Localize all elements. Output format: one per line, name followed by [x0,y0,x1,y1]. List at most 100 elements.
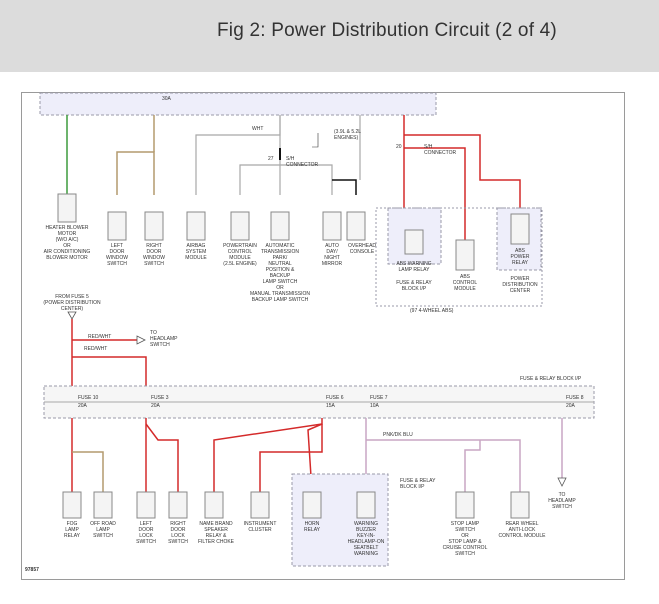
svg-text:DOOR: DOOR [139,527,154,533]
svg-text:SPEAKER: SPEAKER [204,527,228,533]
svg-text:FUSE & RELAY: FUSE & RELAY [396,280,432,286]
svg-text:CLUSTER: CLUSTER [248,527,272,533]
svg-text:ABS WARNING: ABS WARNING [396,261,431,267]
svg-text:MODULE: MODULE [454,286,476,292]
label-pcm: POWERTRAIN CONTROL MODULE (2.5L ENGINE) [223,243,257,267]
label-trans: AUTOMATIC TRANSMISSION PARK/ NEUTRAL POS… [250,243,310,303]
svg-text:TO: TO [150,330,157,336]
svg-text:20A: 20A [151,403,161,409]
wire-abs-control [404,147,466,240]
comp-left-lock-box [136,491,156,519]
svg-text:RELAY &: RELAY & [206,533,227,539]
svg-text:LAMP RELAY: LAMP RELAY [399,267,431,273]
top-wire-label: 30A [162,96,172,102]
svg-text:NIGHT: NIGHT [324,255,340,261]
svg-text:DOOR: DOOR [171,527,186,533]
wire-cluster [259,424,323,492]
comp-left-window-box [107,211,127,241]
label-to-headlamp-2: TO HEADLAMP SWITCH [548,492,576,510]
svg-text:MODULE: MODULE [229,255,251,261]
svg-text:FOG: FOG [67,521,78,527]
comp-abs-module-box [455,239,475,271]
svg-text:15A: 15A [326,403,336,409]
svg-text:AUTO: AUTO [325,243,339,249]
svg-text:CENTER: CENTER [510,288,531,294]
svg-text:(2.5L ENGINE): (2.5L ENGINE) [223,261,257,267]
svg-text:WARNING: WARNING [354,521,378,527]
svg-text:CONSOLE: CONSOLE [350,249,375,255]
wire-mirror [280,164,333,195]
svg-text:OR: OR [276,285,284,291]
comp-pcm-box [230,211,250,241]
label-left-window: LEFT DOOR WINDOW SWITCH [106,243,128,267]
svg-text:SWITCH: SWITCH [455,551,475,557]
svg-text:FUSE & RELAY: FUSE & RELAY [400,478,436,484]
label-rear-abs: REAR WHEEL ANTI-LOCK CONTROL MODULE [498,521,546,539]
svg-text:RIGHT: RIGHT [146,243,162,249]
svg-text:(POWER DISTRIBUTION: (POWER DISTRIBUTION [43,300,101,306]
fuse-10: FUSE 10 20A [78,395,99,409]
svg-text:INSTRUMENT: INSTRUMENT [244,521,277,527]
inner-fuse-relay-box [291,473,389,567]
svg-text:SYSTEM: SYSTEM [186,249,207,255]
svg-text:ABS: ABS [460,274,471,280]
svg-text:BLOCK I/P: BLOCK I/P [400,484,425,490]
svg-text:RIGHT: RIGHT [170,521,186,527]
svg-text:10A: 10A [370,403,380,409]
svg-text:MOTOR: MOTOR [58,231,77,237]
wire-door-window-branch [116,151,155,195]
label-airbag: AIRBAG SYSTEM MODULE [185,243,207,261]
svg-text:LAMP SWITCH: LAMP SWITCH [263,279,298,285]
comp-heater-box [57,193,77,223]
comp-right-window-box [144,211,164,241]
figure-header: Fig 2: Power Distribution Circuit (2 of … [0,0,659,72]
svg-text:BACKUP: BACKUP [270,273,291,279]
abs-connector-label-2: CONNECTOR [424,150,457,156]
abs-connector-label-1: S/H [424,144,433,150]
comp-cluster-box [250,491,270,519]
label-cluster: INSTRUMENT CLUSTER [244,521,277,533]
label-abs-module: ABS CONTROL MODULE [453,274,478,292]
comp-buzzer-box [356,491,376,519]
svg-text:STOP LAMP &: STOP LAMP & [448,539,482,545]
svg-text:CONTROL MODULE: CONTROL MODULE [498,533,546,539]
svg-text:FILTER CHOKE: FILTER CHOKE [198,539,235,545]
svg-text:MANUAL TRANSMISSION: MANUAL TRANSMISSION [250,291,310,297]
svg-text:POWER: POWER [511,254,530,260]
wire-fuse3-feed [72,356,147,386]
svg-text:AIRBAG: AIRBAG [187,243,206,249]
fuse-8: FUSE 8 20A [566,395,584,409]
label-buzzer: WARNING BUZZER KEY-IN- HEADLAMP-ON SEATB… [348,521,385,557]
svg-text:SWITCH: SWITCH [455,527,475,533]
svg-text:20A: 20A [78,403,88,409]
wire-console [332,179,357,195]
svg-text:POWER: POWER [511,276,530,282]
svg-text:ANTI-LOCK: ANTI-LOCK [509,527,536,533]
redwht-label-2: RED/WHT [84,346,107,352]
label-heater: HEATER BLOWER MOTOR (W/O A/C) OR AIR CON… [44,225,91,261]
svg-text:OFF ROAD: OFF ROAD [90,521,116,527]
to-headlamp-label-1: TO HEADLAMP SWITCH [150,330,178,348]
svg-text:AIR CONDITIONING: AIR CONDITIONING [44,249,91,255]
fuse-6: FUSE 6 15A [326,395,344,409]
svg-text:KEY-IN-: KEY-IN- [357,533,375,539]
svg-text:SWITCH: SWITCH [107,261,127,267]
comp-offroad-box [93,491,113,519]
svg-text:FUSE 8: FUSE 8 [566,395,584,401]
svg-text:BLOWER MOTOR: BLOWER MOTOR [46,255,88,261]
wire-rear-abs [366,439,521,492]
label-mirror: AUTO DAY/ NIGHT MIRROR [322,243,343,267]
top-fuse-block [39,92,437,116]
to-headlamp-arrow-2 [557,477,567,487]
svg-text:HEADLAMP: HEADLAMP [548,498,576,504]
svg-text:MIRROR: MIRROR [322,261,343,267]
comp-mirror-box [322,211,342,241]
svg-text:WINDOW: WINDOW [143,255,165,261]
comp-fog-box [62,491,82,519]
svg-text:WARNING: WARNING [354,551,378,557]
fuse-3: FUSE 3 20A [151,395,169,409]
svg-text:DISTRIBUTION: DISTRIBUTION [502,282,538,288]
label-right-lock: RIGHT DOOR LOCK SWITCH [168,521,188,545]
svg-text:RELAY: RELAY [64,533,81,539]
